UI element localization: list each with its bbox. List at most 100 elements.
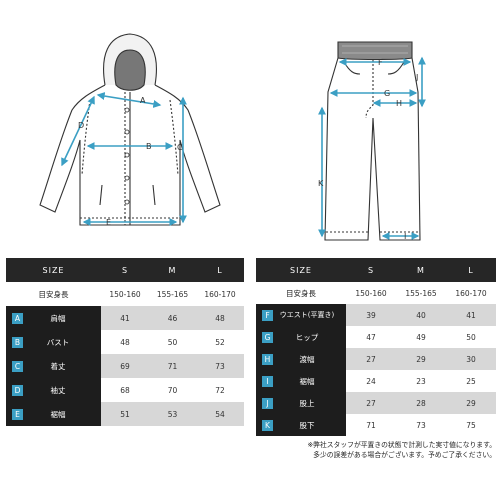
pants-size-table: SIZE S M L 目安身長 150-160 155-165 160-170 … <box>256 258 496 436</box>
row-label-text: ヒップ <box>295 332 319 342</box>
marker-e: E <box>106 218 111 227</box>
table-row: I 裾幅 24 23 25 <box>256 370 496 392</box>
cell: 75 <box>446 414 496 436</box>
jacket-height-label: 目安身長 <box>6 282 101 306</box>
row-label-text: 肩幅 <box>50 313 66 323</box>
letter-badge: I <box>262 375 273 387</box>
letter-badge: K <box>262 419 273 431</box>
cell: 27 <box>346 392 396 414</box>
row-label: C 着丈 <box>6 354 101 378</box>
cell: 73 <box>196 354 244 378</box>
row-label: E 裾幅 <box>6 402 101 426</box>
jacket-measure-letters: A B C D E <box>78 96 183 227</box>
pants-illustration <box>324 41 421 241</box>
marker-a: A <box>140 96 146 105</box>
cell: 27 <box>346 348 396 370</box>
jacket-size-table: SIZE S M L 目安身長 150-160 155-165 160-170 … <box>6 258 244 426</box>
pants-measure-letters: F G H I J K <box>318 58 418 241</box>
cell: 51 <box>101 402 149 426</box>
jacket-height-l: 160-170 <box>196 282 244 306</box>
row-label-text: ウエスト(平置き) <box>279 311 335 319</box>
pants-height-row: 目安身長 150-160 155-165 160-170 <box>256 282 496 304</box>
letter-badge: F <box>262 309 273 321</box>
cell: 48 <box>101 330 149 354</box>
jacket-height-s: 150-160 <box>101 282 149 306</box>
letter-badge: B <box>12 336 23 348</box>
pants-size-m: M <box>396 258 446 282</box>
cell: 29 <box>446 392 496 414</box>
row-label-text: 裾幅 <box>299 376 315 386</box>
cell: 73 <box>396 414 446 436</box>
measure-a-line <box>96 92 162 108</box>
cell: 23 <box>396 370 446 392</box>
pants-size-header: SIZE <box>256 258 346 282</box>
pants-height-l: 160-170 <box>446 282 496 304</box>
row-label-text: 裾幅 <box>50 409 66 419</box>
marker-h: H <box>396 99 402 108</box>
pants-height-m: 155-165 <box>396 282 446 304</box>
cell: 48 <box>196 306 244 330</box>
pants-size-s: S <box>346 258 396 282</box>
cell: 53 <box>149 402 196 426</box>
garment-illustrations: A B C D E F G H I J K <box>39 33 426 241</box>
cell: 25 <box>446 370 496 392</box>
row-label-text: 股上 <box>299 398 315 408</box>
letter-badge: E <box>12 408 23 420</box>
letter-badge: A <box>12 312 23 324</box>
marker-i: I <box>404 232 406 241</box>
jacket-size-s: S <box>101 258 149 282</box>
row-label: I 裾幅 <box>256 370 346 392</box>
cell: 69 <box>101 354 149 378</box>
table-row: E 裾幅 51 53 54 <box>6 402 244 426</box>
measurement-note: ※弊社スタッフが平置きの状態で計測した実寸値になります。 多少の誤差がある場合が… <box>250 440 496 460</box>
row-label: H 渡幅 <box>256 348 346 370</box>
letter-badge: H <box>262 353 273 365</box>
cell: 50 <box>446 326 496 348</box>
marker-k: K <box>318 179 324 188</box>
cell: 41 <box>446 304 496 326</box>
marker-b: B <box>146 142 152 151</box>
jacket-size-header: SIZE <box>6 258 101 282</box>
pants-measure-lines <box>318 56 426 240</box>
letter-badge: C <box>12 360 23 372</box>
cell: 39 <box>346 304 396 326</box>
row-label: F ウエスト(平置き) <box>256 304 346 326</box>
jacket-header-row: SIZE S M L <box>6 258 244 282</box>
cell: 54 <box>196 402 244 426</box>
row-label-text: 渡幅 <box>299 354 315 364</box>
cell: 30 <box>446 348 496 370</box>
jacket-illustration <box>39 33 221 226</box>
marker-f: F <box>378 58 383 67</box>
marker-c: C <box>177 143 183 152</box>
jacket-size-m: M <box>149 258 196 282</box>
cell: 52 <box>196 330 244 354</box>
row-label-text: 袖丈 <box>50 385 66 395</box>
cell: 29 <box>396 348 446 370</box>
cell: 50 <box>149 330 196 354</box>
jacket-height-m: 155-165 <box>149 282 196 306</box>
cell: 24 <box>346 370 396 392</box>
cell: 46 <box>149 306 196 330</box>
cell: 71 <box>346 414 396 436</box>
cell: 28 <box>396 392 446 414</box>
row-label: A 肩幅 <box>6 306 101 330</box>
measure-d-line <box>61 95 95 167</box>
row-label-text: 着丈 <box>50 361 66 371</box>
jacket-height-row: 目安身長 150-160 155-165 160-170 <box>6 282 244 306</box>
cell: 72 <box>196 378 244 402</box>
cell: 49 <box>396 326 446 348</box>
marker-g: G <box>384 89 390 98</box>
table-row: H 渡幅 27 29 30 <box>256 348 496 370</box>
